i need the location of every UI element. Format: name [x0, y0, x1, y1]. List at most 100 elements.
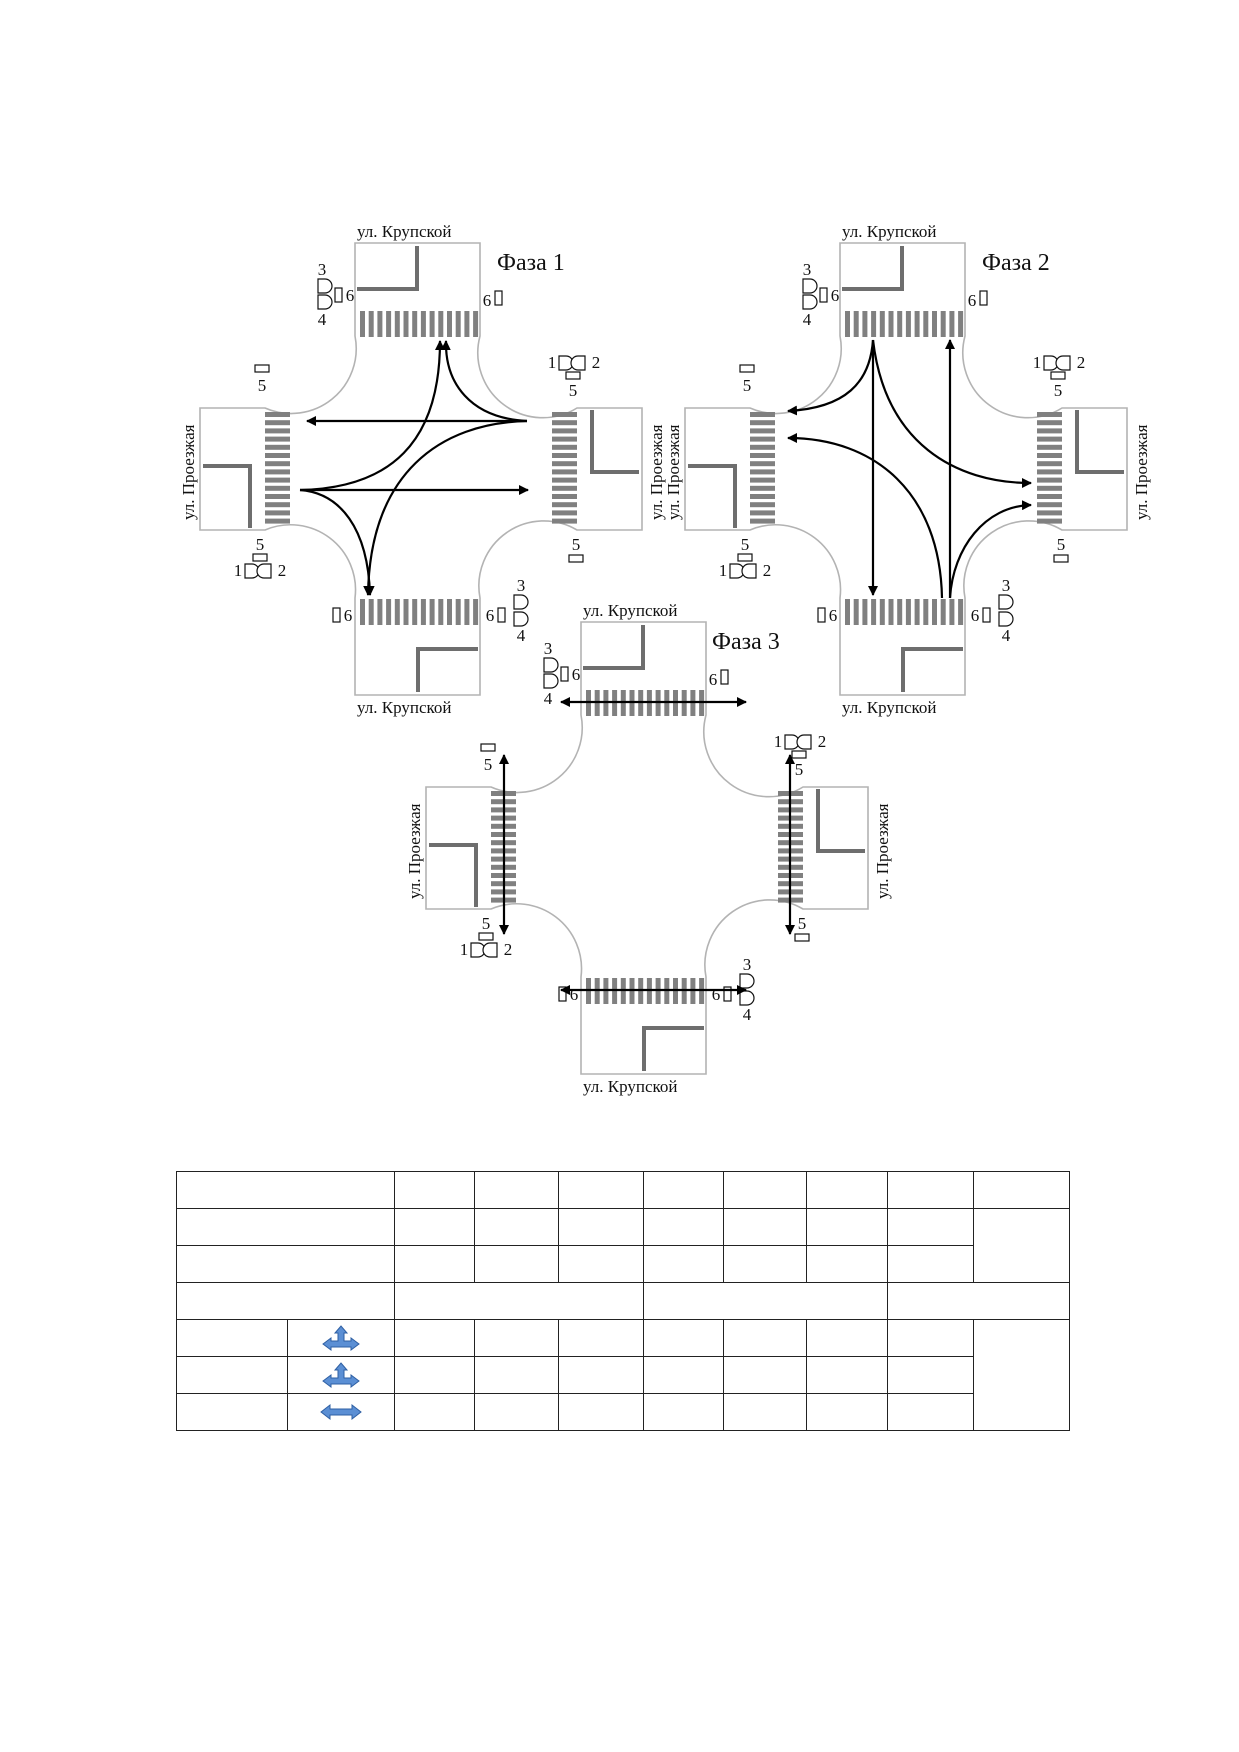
signal-number-5: 5 [1057, 535, 1066, 554]
vehicle-signal-icon [317, 294, 333, 310]
vehicle-signal-icon [317, 278, 333, 294]
signal-number-5: 5 [743, 376, 752, 395]
stop-line-north [842, 246, 904, 291]
crosswalk-stripe-east [552, 510, 577, 516]
crosswalk-stripe-south [447, 599, 452, 625]
crosswalk-stripe-east [1037, 485, 1062, 491]
crosswalk-stripe-north [914, 311, 920, 337]
traffic-arrow-south-right [948, 500, 1032, 599]
crosswalk-stripe-west [265, 428, 290, 434]
crosswalk-stripe-south [914, 599, 920, 625]
crosswalk-stripe-south [940, 599, 946, 625]
street-name-south: ул. Крупской [583, 1077, 678, 1096]
signal-number-5: 5 [798, 914, 807, 933]
arrow-straight-left-right-icon [288, 1324, 394, 1352]
crosswalk-stripe-east [1037, 502, 1062, 508]
signal-number-3: 3 [517, 576, 526, 595]
crosswalk-stripe-north [862, 311, 868, 337]
vehicle-signal-icon [739, 990, 755, 1006]
signal-number-5: 5 [572, 535, 581, 554]
crosswalk-stripe-east [552, 436, 577, 442]
crosswalk-stripe-south [879, 599, 885, 625]
crosswalk-stripe-south [368, 599, 374, 625]
pedestrian-signal-icon [737, 553, 753, 562]
vehicle-signal-icon [796, 734, 812, 750]
pedestrian-signal-icon [332, 607, 341, 623]
signal-number-4: 4 [1002, 626, 1011, 645]
signal-number-2: 2 [278, 561, 287, 580]
vehicle-signal-icon [570, 355, 586, 371]
street-name-north: ул. Крупской [583, 601, 678, 620]
pedestrian-signal-icon [817, 607, 826, 623]
pedestrian-signal-icon [791, 750, 807, 759]
pedestrian-signal-icon [334, 287, 343, 303]
street-name-east: ул. Проезжая [873, 803, 892, 899]
vehicle-signal-icon [739, 973, 755, 989]
crosswalk-stripe-south [464, 599, 470, 625]
crosswalk-stripe-south [888, 599, 894, 625]
vehicle-signal-icon [802, 294, 818, 310]
pedestrian-signal-icon [982, 607, 991, 623]
crosswalk-stripe-north [473, 311, 479, 337]
vehicle-signal-icon [543, 673, 559, 689]
crosswalk-stripe-west [750, 477, 775, 483]
traffic-arrow-south-left [787, 433, 944, 599]
crosswalk-stripe-east [1037, 436, 1062, 442]
signal-number-6: 6 [709, 670, 718, 689]
vehicle-signal-icon [998, 594, 1014, 610]
crosswalk-stripe-east [552, 485, 577, 491]
signal-number-2: 2 [763, 561, 772, 580]
street-name-south: ул. Крупской [357, 698, 452, 717]
signal-number-6: 6 [486, 606, 495, 625]
signal-number-1: 1 [234, 561, 243, 580]
crosswalk-stripe-north [377, 311, 383, 337]
intersection-outline [199, 242, 643, 696]
intersection-outline [425, 621, 869, 1075]
signal-number-3: 3 [1002, 576, 1011, 595]
crosswalk-stripe-north [923, 311, 929, 337]
pedestrian-signal-icon [560, 666, 569, 682]
crosswalk-stripe-west [265, 518, 290, 524]
crosswalk-stripe-south [853, 599, 859, 625]
crosswalk-stripe-north [420, 311, 426, 337]
signal-number-3: 3 [318, 260, 327, 279]
table-row [176, 1356, 1070, 1394]
signal-number-3: 3 [803, 260, 812, 279]
crosswalk-stripe-west [265, 469, 290, 475]
signal-plan-table [176, 1171, 1070, 1431]
pedestrian-signal-icon [794, 933, 810, 942]
table-row [176, 1171, 1070, 1209]
signal-number-1: 1 [460, 940, 469, 959]
crosswalk-stripe-north [897, 311, 903, 337]
signal-number-6: 6 [968, 291, 977, 310]
crosswalk-stripe-west [265, 494, 290, 499]
signal-number-6: 6 [483, 291, 492, 310]
stop-line-north [583, 625, 645, 670]
crosswalk-stripe-north [888, 311, 894, 337]
crosswalk-stripe-east [1037, 518, 1062, 524]
signal-number-6: 6 [712, 985, 721, 1004]
stop-line-east [590, 410, 639, 474]
crosswalk-stripe-north [879, 311, 885, 337]
pedestrian-signal-icon [1050, 371, 1066, 380]
stop-line-west [429, 843, 478, 907]
crosswalk-stripe-north [412, 311, 418, 337]
crosswalk-stripe-east [552, 453, 577, 458]
crosswalk-stripe-north [464, 311, 470, 337]
crosswalk-stripe-south [420, 599, 426, 625]
signal-number-2: 2 [504, 940, 513, 959]
street-name-west: ул. Проезжая [664, 424, 683, 520]
pedestrian-signal-icon [565, 371, 581, 380]
crosswalk-stripe-south [845, 599, 850, 625]
signal-number-5: 5 [258, 376, 267, 395]
pedestrian-signal-icon [979, 290, 988, 306]
crosswalk-stripe-east [552, 502, 577, 508]
crosswalk-stripe-west [750, 444, 775, 450]
vehicle-signal-icon [513, 611, 529, 627]
signal-number-6: 6 [344, 606, 353, 625]
crosswalk-stripe-west [750, 453, 775, 458]
crosswalk-stripe-north [853, 311, 859, 337]
crosswalk-stripe-west [750, 485, 775, 491]
